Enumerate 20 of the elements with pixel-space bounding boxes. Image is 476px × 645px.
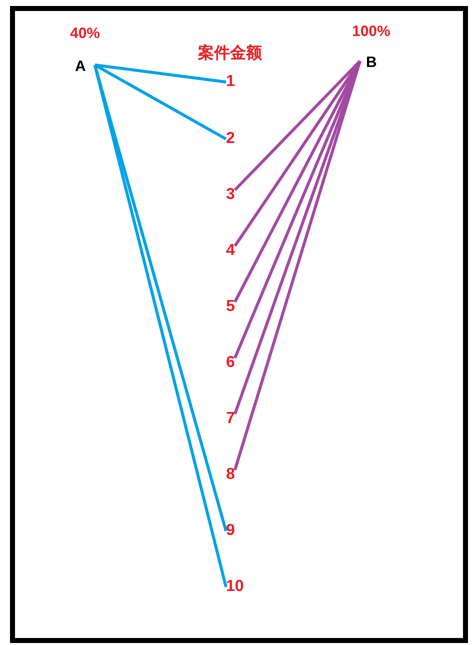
- connector-line: [94, 64, 227, 140]
- number-label: 9: [226, 523, 235, 539]
- number-label: 2: [226, 131, 235, 147]
- number-label: 4: [226, 243, 235, 259]
- connector-line: [234, 60, 362, 192]
- percent-label: 40%: [70, 26, 100, 41]
- number-label: 1: [226, 74, 235, 90]
- number-label: 7: [226, 411, 235, 427]
- point-label: B: [360, 55, 377, 70]
- connector-line: [94, 64, 226, 84]
- connector-line: [234, 60, 362, 303]
- number-label: 8: [226, 467, 235, 483]
- number-label: 10: [226, 579, 244, 595]
- number-label: 6: [226, 355, 235, 371]
- column-heading: 案件金额: [198, 46, 262, 62]
- point-label: A: [75, 59, 95, 74]
- number-label: 5: [226, 299, 235, 315]
- connector-line: [234, 60, 362, 247]
- number-label: 3: [226, 187, 235, 203]
- percent-label: 100%: [352, 24, 390, 39]
